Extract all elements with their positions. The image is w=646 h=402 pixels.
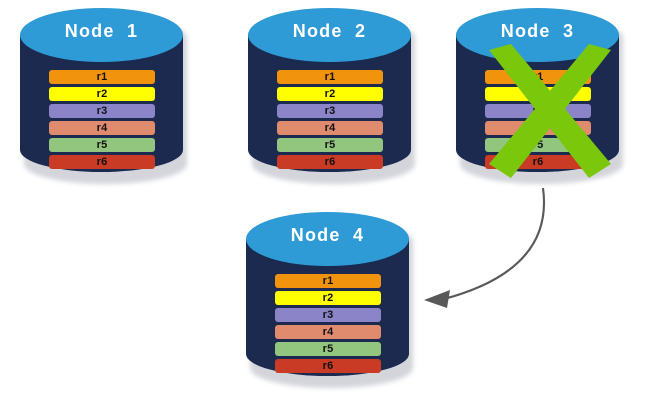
node-4-row-r6[interactable]: r6 [275, 359, 381, 373]
node-3-rows: r1 r2 r3 r4 r5 r6 [485, 70, 591, 169]
node-4-row-r5[interactable]: r5 [275, 342, 381, 356]
node-2-row-r6[interactable]: r6 [277, 155, 383, 169]
node-4-row-r2[interactable]: r2 [275, 291, 381, 305]
node-1-row-r3[interactable]: r3 [49, 104, 155, 118]
node-2[interactable]: Node 2 r1 r2 r3 r4 r5 r6 [248, 8, 415, 184]
node-4-row-r1[interactable]: r1 [275, 274, 381, 288]
node-2-title: Node 2 [292, 21, 367, 41]
node-3-row-r3[interactable]: r3 [485, 104, 591, 118]
node-3-row-r2[interactable]: r2 [485, 87, 591, 101]
node-4-row-r4[interactable]: r4 [275, 325, 381, 339]
node-3-row-r6[interactable]: r6 [485, 155, 591, 169]
node-2-row-r1[interactable]: r1 [277, 70, 383, 84]
node-1-row-r4[interactable]: r4 [49, 121, 155, 135]
arrow-head-icon [424, 290, 450, 308]
node-1-row-r5[interactable]: r5 [49, 138, 155, 152]
node-1[interactable]: Node 1 r1 r2 r3 r4 r5 r6 [20, 8, 187, 184]
node-3[interactable]: Node 3 r1 r2 r3 r4 r5 r6 [456, 8, 623, 184]
node-3-row-r5[interactable]: r5 [485, 138, 591, 152]
node-1-row-r6[interactable]: r6 [49, 155, 155, 169]
node-2-row-r5[interactable]: r5 [277, 138, 383, 152]
node-2-top [248, 8, 411, 62]
node-1-row-r2[interactable]: r2 [49, 87, 155, 101]
node-4-title: Node 4 [290, 225, 365, 245]
node-4-top [246, 212, 409, 266]
node-1-rows: r1 r2 r3 r4 r5 r6 [49, 70, 155, 169]
node-3-row-r1[interactable]: r1 [485, 70, 591, 84]
node-1-title: Node 1 [64, 21, 139, 41]
arrow-path [443, 187, 545, 301]
node-3-title: Node 3 [500, 21, 575, 41]
node-4[interactable]: Node 4 r1 r2 r3 r4 r5 r6 [246, 212, 413, 388]
node-2-row-r3[interactable]: r3 [277, 104, 383, 118]
node-4-rows: r1 r2 r3 r4 r5 r6 [275, 274, 381, 373]
node-1-row-r1[interactable]: r1 [49, 70, 155, 84]
node-2-rows: r1 r2 r3 r4 r5 r6 [277, 70, 383, 169]
node-1-top [20, 8, 183, 62]
node-4-row-r3[interactable]: r3 [275, 308, 381, 322]
node-2-row-r4[interactable]: r4 [277, 121, 383, 135]
node-2-row-r2[interactable]: r2 [277, 87, 383, 101]
node-3-row-r4[interactable]: r4 [485, 121, 591, 135]
